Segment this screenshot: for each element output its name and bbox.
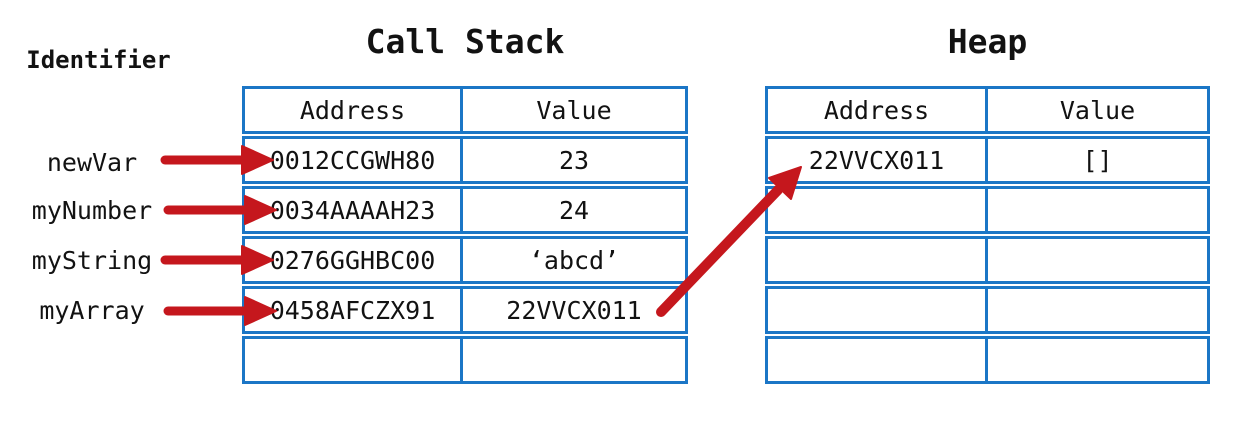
- identifier-label-newvar: newVar: [46, 148, 138, 177]
- heap-row-address: 22VVCX011: [808, 145, 945, 175]
- call-stack-row: 0276GGHBC00 ‘abcd’: [242, 236, 688, 284]
- heap-row-empty: [765, 286, 1210, 334]
- call-stack-row-address: [245, 339, 460, 381]
- call-stack-row-empty: [242, 336, 688, 384]
- heap-table: Address Value 22VVCX011 []: [765, 86, 1210, 384]
- call-stack-row-address: 0012CCGWH80: [269, 145, 436, 175]
- heap-row-value: [985, 189, 1207, 231]
- identifier-label-mynumber: myNumber: [31, 196, 153, 225]
- call-stack-row-value: 23: [460, 139, 685, 181]
- call-stack-row-value: ‘abcd’: [460, 239, 685, 281]
- heap-address-column-header: Address: [823, 95, 930, 125]
- heap-row-value: []: [985, 139, 1207, 181]
- call-stack-row-value: [460, 339, 685, 381]
- heap-row-empty: [765, 186, 1210, 234]
- heap-value-column-header: Value: [985, 89, 1207, 131]
- call-stack-header-row: Address Value: [242, 86, 688, 134]
- call-stack-value-column-header: Value: [460, 89, 685, 131]
- heap-row-empty: [765, 236, 1210, 284]
- heap-row-address: [768, 339, 985, 381]
- call-stack-row: 0012CCGWH80 23: [242, 136, 688, 184]
- heap-row-address: [768, 239, 985, 281]
- heap-row-address: [768, 289, 985, 331]
- call-stack-row-address: 0458AFCZX91: [269, 295, 436, 325]
- identifier-label-mystring: myString: [31, 246, 153, 275]
- call-stack-row-value: 22VVCX011: [460, 289, 685, 331]
- call-stack-row-address: 0276GGHBC00: [269, 245, 436, 275]
- call-stack-row: 0458AFCZX91 22VVCX011: [242, 286, 688, 334]
- call-stack-row-address: 0034AAAAH23: [269, 195, 436, 225]
- call-stack-row: 0034AAAAH23 24: [242, 186, 688, 234]
- heap-title: Heap: [947, 22, 1028, 61]
- call-stack-title: Call Stack: [365, 22, 565, 61]
- heap-row-value: [985, 289, 1207, 331]
- heap-header-row: Address Value: [765, 86, 1210, 134]
- heap-row-value: [985, 239, 1207, 281]
- identifier-heading: Identifier: [26, 46, 171, 74]
- heap-row-address: [768, 189, 985, 231]
- identifier-label-myarray: myArray: [39, 296, 145, 325]
- heap-row: 22VVCX011 []: [765, 136, 1210, 184]
- call-stack-address-column-header: Address: [299, 95, 406, 125]
- call-stack-table: Address Value 0012CCGWH80 23 0034AAAAH23…: [242, 86, 688, 384]
- call-stack-row-value: 24: [460, 189, 685, 231]
- heap-row-empty: [765, 336, 1210, 384]
- heap-row-value: [985, 339, 1207, 381]
